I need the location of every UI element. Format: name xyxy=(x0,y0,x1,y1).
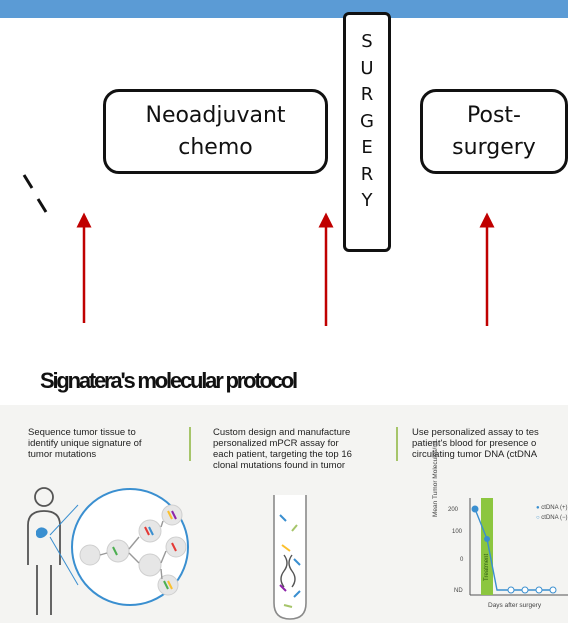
post-surgery-label-line2: surgery xyxy=(452,134,536,160)
test-tube-icon xyxy=(273,495,307,620)
surgery-letter: R xyxy=(360,84,374,105)
patient-person-icon xyxy=(27,487,61,615)
surgery-letter: Y xyxy=(361,190,373,211)
legend-label: ctDNA (+) xyxy=(541,505,568,511)
neoadjuvant-chemo-box: Neoadjuvant chemo xyxy=(103,89,328,174)
surgery-box: S U R G E R Y xyxy=(343,12,391,252)
step-line: identify unique signature of xyxy=(28,438,142,449)
step-line: each patient, targeting the top 16 xyxy=(213,449,352,460)
step-2-text: Custom design and manufacture personaliz… xyxy=(213,427,383,471)
step-3-text: Use personalized assay to tes patient's … xyxy=(412,427,568,460)
dash-segment xyxy=(36,198,48,213)
surgery-letter: U xyxy=(360,57,374,79)
step-line: Sequence tumor tissue to xyxy=(28,427,136,438)
protocol-illustrations xyxy=(27,487,568,620)
post-surgery-label-line1: Post- xyxy=(467,102,521,128)
ctdna-line xyxy=(474,508,553,591)
ctdna-point xyxy=(521,586,529,594)
surgery-letter: G xyxy=(360,110,374,132)
surgery-letter: R xyxy=(360,163,374,185)
protocol-panel: Sequence tumor tissue to identify unique… xyxy=(0,405,568,623)
legend-label: ctDNA (−) xyxy=(541,515,568,521)
step-1-text: Sequence tumor tissue to identify unique… xyxy=(28,427,178,460)
protocol-title: Signatera's molecular protocol xyxy=(40,368,298,393)
step-line: tumor mutations xyxy=(28,449,97,460)
ctdna-point xyxy=(484,536,490,542)
neoadjuvant-label-line1: Neoadjuvant xyxy=(145,102,286,128)
mini-chart-xlabel: Days after surgery xyxy=(488,602,542,609)
ctdna-point xyxy=(549,586,557,594)
mini-chart-ytick: 200 xyxy=(448,507,459,513)
tumor-icon xyxy=(36,527,48,539)
mini-chart-series xyxy=(471,505,557,594)
top-banner-bar xyxy=(0,0,568,18)
dna-arrows xyxy=(99,520,167,580)
step-line: Use personalized assay to tes xyxy=(412,427,539,438)
legend-filled-dot-icon: ● xyxy=(536,505,540,511)
step-line: patient's blood for presence o xyxy=(412,438,537,449)
zoom-line xyxy=(49,536,79,586)
step-line: clonal mutations found in tumor xyxy=(213,460,346,471)
ctdna-point xyxy=(471,505,479,513)
step-line: circulating tumor DNA (ctDNA xyxy=(412,449,538,460)
step-divider xyxy=(189,427,191,461)
treatment-band xyxy=(481,498,493,595)
mutation-marks xyxy=(112,510,177,590)
ctdna-point xyxy=(535,586,543,594)
mini-chart-ytick: 100 xyxy=(452,529,463,535)
neoadjuvant-label-line2: chemo xyxy=(178,134,253,160)
mini-chart-ytick: ND xyxy=(454,588,463,594)
legend-negative: ○ ctDNA (−) xyxy=(536,515,567,521)
cell-cluster xyxy=(79,504,187,596)
step-line: personalized mPCR assay for xyxy=(213,438,339,449)
surgery-letter: E xyxy=(361,137,373,158)
surgery-letter: S xyxy=(361,31,373,52)
mini-chart-ytick: 0 xyxy=(460,557,464,563)
timeline-arrows xyxy=(22,174,495,326)
ctdna-point xyxy=(507,586,515,594)
legend-open-dot-icon: ○ xyxy=(536,515,540,521)
zoom-line xyxy=(49,504,79,536)
post-surgery-box: Post- surgery xyxy=(420,89,568,174)
dash-segment xyxy=(22,174,34,189)
legend-positive: ● ctDNA (+) xyxy=(536,505,567,511)
step-line: Custom design and manufacture xyxy=(213,427,351,438)
step-divider xyxy=(396,427,398,461)
